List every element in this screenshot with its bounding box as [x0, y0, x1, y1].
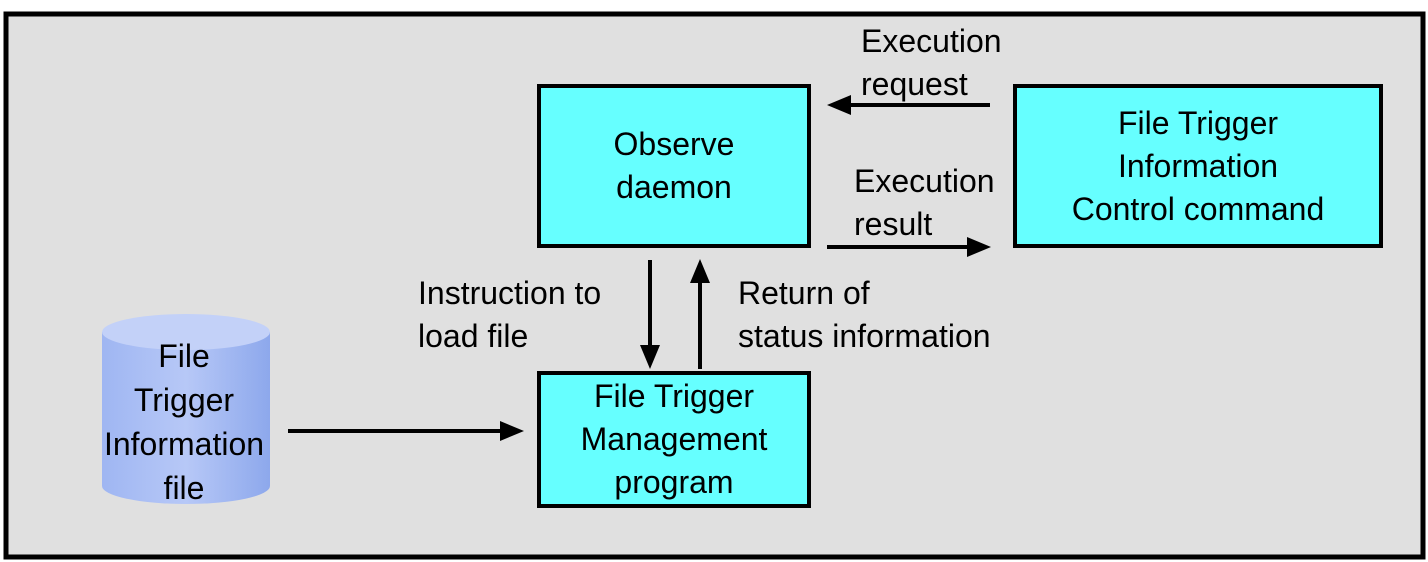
arrow-status-up: [690, 259, 710, 369]
information-file-line-3: Information: [103, 426, 265, 462]
return-status-line-1: Return of: [738, 275, 870, 311]
execution-result-line-1: Execution: [854, 163, 995, 199]
information-file-line-1: File: [158, 338, 210, 374]
return-status-label: Return of status information: [738, 272, 991, 358]
arrow-execution-result: [827, 237, 991, 257]
instruction-load-line-2: load file: [418, 318, 529, 354]
instruction-load-line-1: Instruction to: [418, 275, 602, 311]
control-command-line-2: Information: [1117, 147, 1279, 184]
arrow-instruction-down: [640, 260, 660, 369]
control-command-box: File Trigger Information Control command: [1013, 84, 1383, 248]
control-command-line-3: Control command: [1071, 190, 1325, 227]
execution-result-label: Execution result: [854, 160, 995, 246]
information-file-line-2: Trigger: [133, 382, 235, 418]
arrow-load-file-to-management: [288, 421, 524, 441]
execution-request-line-2: request: [861, 66, 968, 102]
database-cylinder-icon: [102, 314, 270, 504]
arrow-execution-request: [827, 95, 990, 115]
information-file-line-4: file: [163, 470, 205, 506]
execution-request-line-1: Execution: [861, 23, 1002, 59]
management-program-line-2: Management: [580, 421, 768, 457]
information-file-label: File Trigger Information file: [86, 334, 282, 510]
observe-daemon-box: Observe daemon: [537, 84, 811, 248]
return-status-line-2: status information: [738, 318, 991, 354]
management-program-line-3: program: [614, 464, 734, 500]
observe-daemon-line-1: Observe: [613, 126, 735, 162]
execution-result-line-2: result: [854, 206, 933, 242]
management-program-box: File Trigger Management program: [537, 371, 811, 508]
instruction-load-label: Instruction to load file: [418, 272, 601, 358]
management-program-line-1: File Trigger: [593, 378, 755, 414]
observe-daemon-line-2: daemon: [616, 169, 732, 205]
execution-request-label: Execution request: [861, 20, 1002, 106]
control-command-line-1: File Trigger: [1117, 104, 1279, 141]
